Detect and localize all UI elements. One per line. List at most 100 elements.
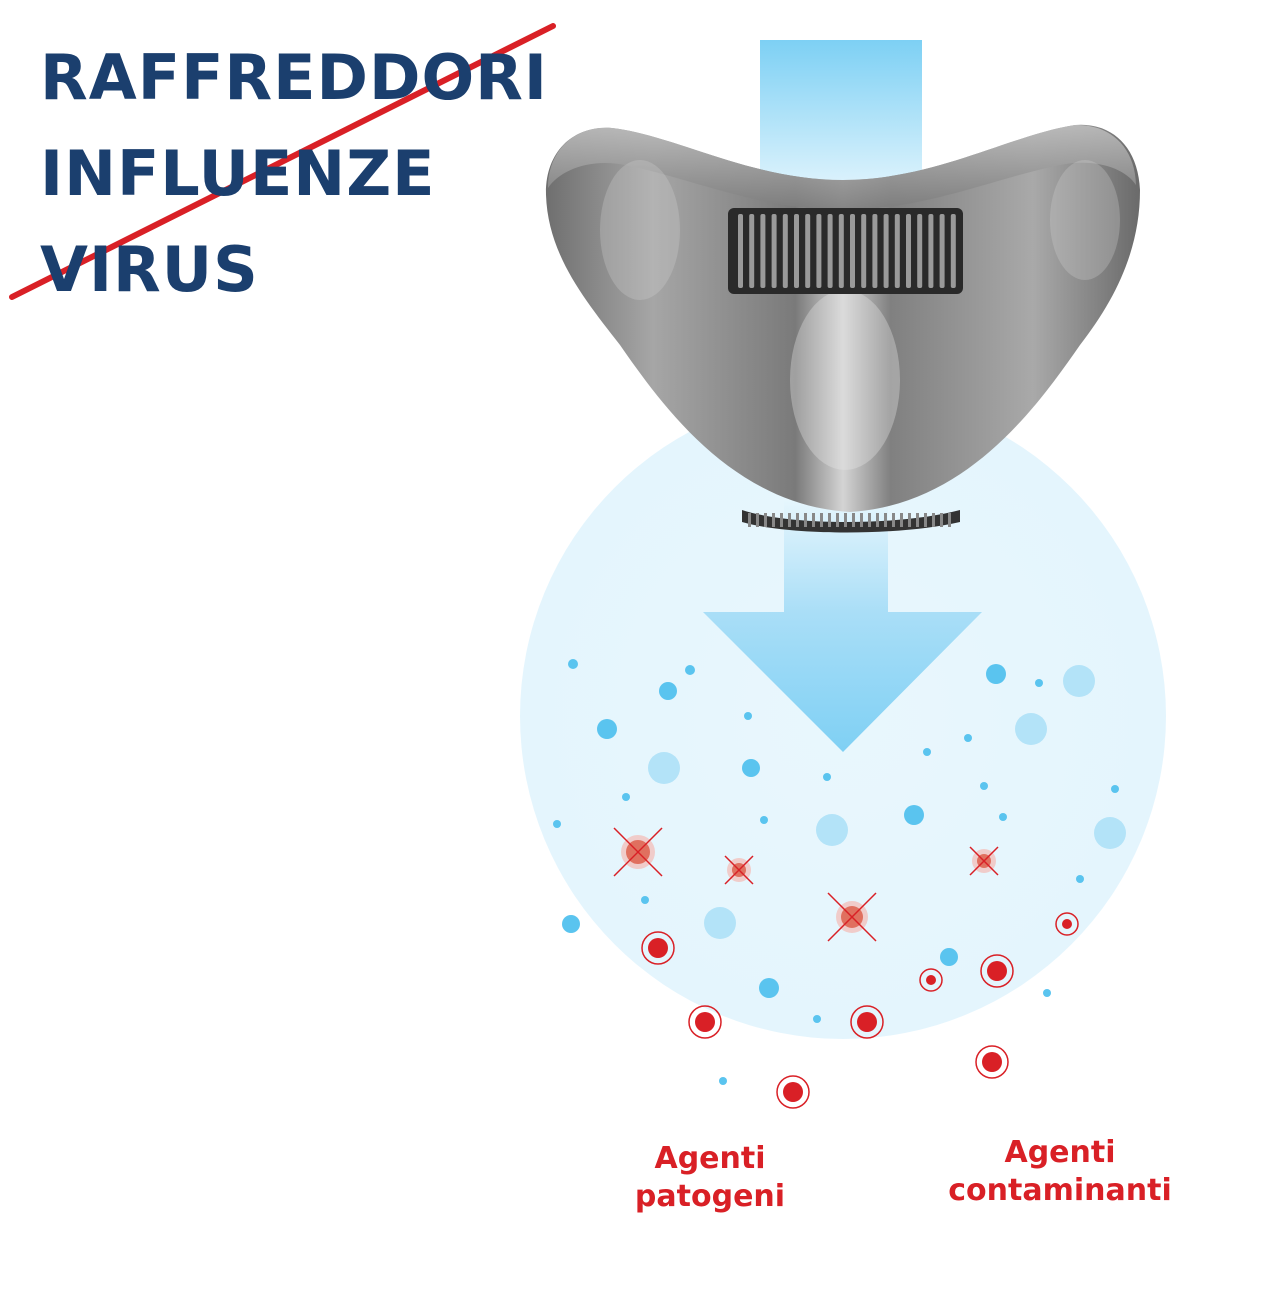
contaminant-particle-icon (813, 1015, 821, 1023)
contaminant-particle-icon (685, 665, 695, 675)
vent-slot (780, 513, 783, 527)
neutralized-pathogen-icon (724, 855, 754, 885)
vent-slot (916, 513, 919, 527)
contaminant-particle-icon (1094, 817, 1126, 849)
vent-slot (804, 513, 807, 527)
vent-slot (940, 513, 943, 527)
vent-slot (939, 214, 945, 288)
strike-through-line (9, 23, 556, 300)
vent-slot (772, 513, 775, 527)
contaminant-particle-icon (742, 759, 760, 777)
contaminant-particle-icon (964, 734, 972, 742)
contaminant-particle-icon (1076, 875, 1084, 883)
vent-slot (828, 513, 831, 527)
vent-slot (794, 214, 799, 288)
caption-contaminants-line2: contaminanti (948, 1173, 1172, 1208)
contaminant-particle-icon (622, 793, 630, 801)
vent-slot (748, 513, 751, 527)
vent-slot (788, 513, 791, 527)
contaminant-particle-icon (659, 682, 677, 700)
vent-slot (906, 214, 911, 288)
contaminant-particle-icon (1035, 679, 1043, 687)
vent-slot (868, 513, 871, 527)
pathogen-icon (688, 1005, 722, 1039)
vent-slot (764, 513, 767, 527)
vent-slot (844, 513, 847, 527)
contaminant-particle-icon (568, 659, 578, 669)
contaminant-particle-icon (1043, 989, 1051, 997)
caption-pathogens-line2: patogeni (634, 1179, 786, 1214)
pathogen-icon (975, 1045, 1009, 1079)
vent-slot (838, 214, 844, 288)
air-purifier-device (545, 124, 1140, 533)
vent-slot (872, 214, 878, 288)
vent-slot (760, 214, 766, 288)
contaminant-particle-icon (940, 948, 958, 966)
vent-slot (883, 214, 889, 288)
vent-slot (812, 513, 815, 527)
headline-raffreddori: RAFFREDDORI (40, 41, 548, 114)
contaminant-particle-icon (980, 782, 988, 790)
contaminant-particle-icon (759, 978, 779, 998)
contaminant-particle-icon (719, 1077, 727, 1085)
contaminant-particle-icon (999, 813, 1007, 821)
vent-slot (771, 214, 777, 288)
pathogen-icon (776, 1075, 810, 1109)
airflow-arrow-icon (703, 500, 982, 752)
caption-pathogens: Agenti patogeni (600, 1140, 820, 1216)
caption-pathogens-line1: Agenti (654, 1141, 766, 1176)
vent-slot (884, 513, 887, 527)
vent-slot (932, 513, 935, 527)
contaminant-particle-icon (986, 664, 1006, 684)
neutralized-pathogen-icon (827, 892, 877, 942)
vent-slot (860, 513, 863, 527)
caption-contaminants: Agenti contaminanti (920, 1134, 1200, 1210)
headline-virus: VIRUS (40, 233, 259, 306)
device-body (545, 124, 1140, 512)
contaminant-particle-icon (597, 719, 617, 739)
vent-slot (900, 513, 903, 527)
contaminant-particle-icon (923, 748, 931, 756)
contaminant-particle-icon (904, 805, 924, 825)
pathogen-icon (919, 968, 943, 992)
contaminant-particle-icon (704, 907, 736, 939)
vent-slot (950, 214, 956, 288)
vent-slot (924, 513, 927, 527)
vent-slot (756, 513, 759, 527)
contaminant-particle-icon (562, 915, 580, 933)
vent-slot (749, 214, 755, 288)
vent-slot (892, 513, 895, 527)
device-shine-right (1050, 160, 1120, 280)
vent-slot (820, 513, 823, 527)
vent-slot (928, 214, 934, 288)
contaminant-particle-icon (1015, 713, 1047, 745)
vent-slot (738, 214, 743, 288)
caption-contaminants-line1: Agenti (1004, 1135, 1116, 1170)
contaminant-particle-icon (648, 752, 680, 784)
vent-slot (917, 214, 923, 288)
vent-slot (894, 214, 900, 288)
contaminant-particle-icon (816, 814, 848, 846)
vent-slot (861, 214, 867, 288)
neutralized-pathogen-icon (969, 846, 999, 876)
contaminant-particle-icon (760, 816, 768, 824)
contaminant-particle-icon (823, 773, 831, 781)
device-top-highlight (548, 124, 1136, 210)
contaminant-particle-icon (1063, 665, 1095, 697)
vent-slot (796, 513, 799, 527)
pathogen-icon (641, 931, 675, 965)
vent-slot (827, 214, 833, 288)
neutralized-pathogen-icon (613, 827, 663, 877)
pathogen-icon (850, 1005, 884, 1039)
vent-slot (876, 513, 879, 527)
device-shine (790, 290, 900, 470)
vent-slot (908, 513, 911, 527)
contaminant-particle-icon (744, 712, 752, 720)
vent-slot (805, 214, 811, 288)
headline-list: RAFFREDDORI INFLUENZE VIRUS (40, 30, 548, 318)
device-shine-left (600, 160, 680, 300)
headline-influenze: INFLUENZE (40, 137, 436, 210)
contaminant-particle-icon (641, 896, 649, 904)
vent-slot (836, 513, 839, 527)
